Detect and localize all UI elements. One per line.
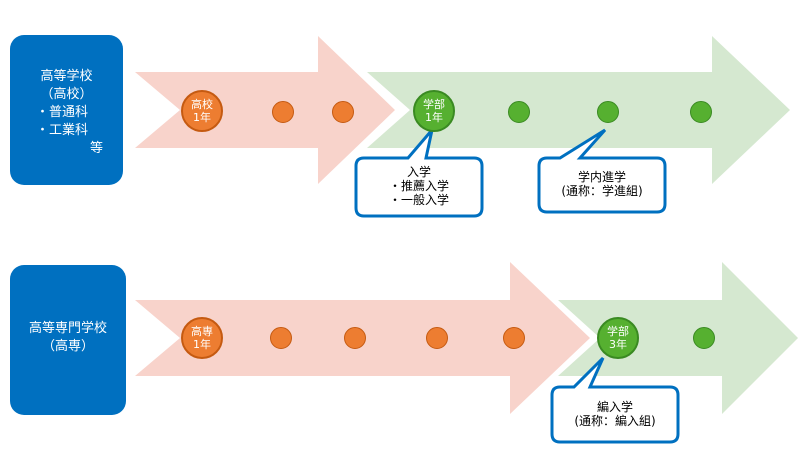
circle-label: 学部 [423,98,445,111]
timeline-dot [508,101,530,123]
box-subtitle: （高専） [41,339,94,354]
timeline-dot [503,327,525,349]
callout-heading: 入学 [406,165,431,179]
high-school-year1-circle: 高校 1年 [181,90,223,132]
callout-transfer-admission [550,356,680,444]
box-title: 高等専門学校 [28,321,107,336]
timeline-dot [344,327,366,349]
university-arrow [367,36,790,184]
technical-college-year1-circle: 高専 1年 [181,317,223,359]
circle-year: 1年 [425,111,443,124]
callout-transfer-admission-text: 編入学 (通称：編入組) [554,400,676,428]
callout-internal-promotion-text: 学内進学 (通称：学進組) [541,170,663,198]
circle-year: 1年 [193,111,211,124]
circle-label: 高専 [191,325,213,338]
technical-college-box: 高等専門学校 （高専） [10,265,126,415]
box-subtitle: （高校） [40,87,93,102]
box-item-industrial: ・工業科 [36,123,89,138]
box-item-etc: 等 [90,141,104,156]
callout-item: ・一般入学 [388,193,449,207]
high-school-arrow [135,36,395,184]
box-title: 高等学校 [40,69,93,84]
timeline-dot [426,327,448,349]
timeline-dot [693,327,715,349]
callout-admission-text: 入学 ・推薦入学 ・一般入学 [358,165,480,207]
callout-internal-promotion [537,128,667,214]
high-school-box: 高等学校 （高校） ・普通科 ・工業科 等 [10,35,123,185]
timeline-dot [272,101,294,123]
circle-label: 学部 [607,325,629,338]
timeline-dot [690,101,712,123]
box-item-general: ・普通科 [36,105,89,120]
callout-note: (通称：編入組) [574,414,656,428]
callout-heading: 編入学 [596,400,633,414]
circle-year: 3年 [609,338,627,351]
circle-label: 高校 [191,98,213,111]
callout-heading: 学内進学 [577,170,626,184]
callout-item: ・推薦入学 [388,179,449,193]
callout-note: (通称：学進組) [561,184,643,198]
university-year3-circle: 学部 3年 [597,317,639,359]
university-year1-circle: 学部 1年 [413,90,455,132]
timeline-dot [597,101,619,123]
timeline-dot [270,327,292,349]
callout-admission [354,129,484,218]
timeline-dot [332,101,354,123]
circle-year: 1年 [193,338,211,351]
university-arrow-2 [558,262,798,414]
